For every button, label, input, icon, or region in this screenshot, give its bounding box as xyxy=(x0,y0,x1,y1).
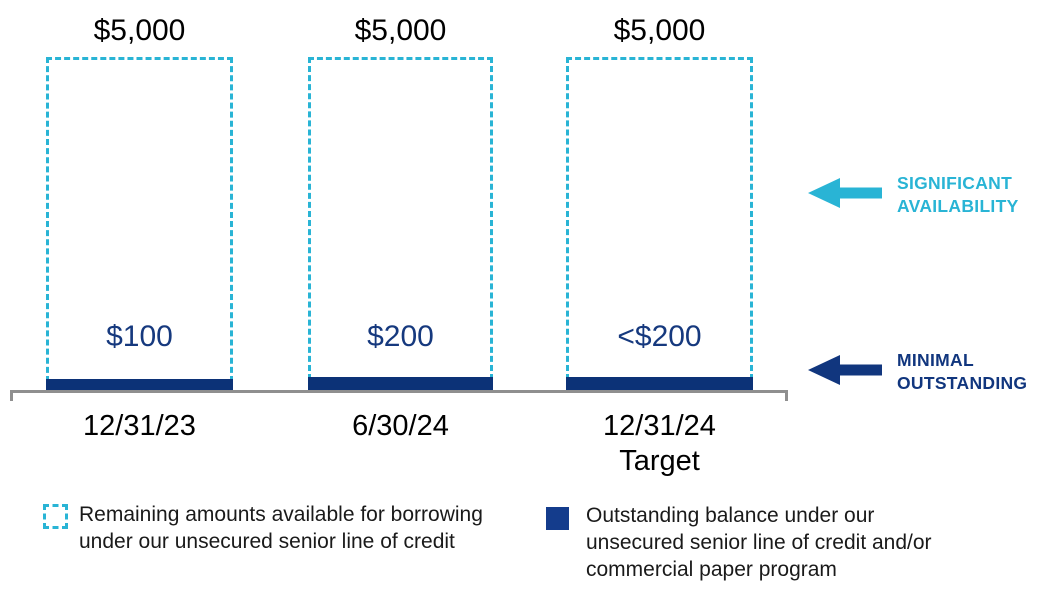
capacity-label-3: $5,000 xyxy=(613,14,706,47)
capacity-label-2: $5,000 xyxy=(354,14,447,47)
outstanding-label-3: <$200 xyxy=(617,320,702,353)
x-axis-tick-right xyxy=(785,390,788,401)
x-axis-line xyxy=(10,390,788,393)
x-axis-label-2: 6/30/24 xyxy=(352,410,449,442)
legend-swatch-dashed-outline-icon xyxy=(43,504,68,529)
outstanding-bar-3 xyxy=(566,377,753,390)
minimal-outstanding-label: MINIMAL OUTSTANDING xyxy=(897,350,1028,393)
significant-availability-label: SIGNIFICANT AVAILABILITY xyxy=(897,173,1019,216)
legend-swatch-solid-square-icon xyxy=(546,507,569,530)
outstanding-label-2: $200 xyxy=(367,320,434,353)
significant-availability-arrow-icon xyxy=(808,178,882,208)
outstanding-label-1: $100 xyxy=(106,320,173,353)
legend-label-outstanding: Outstanding balance under our unsecured … xyxy=(586,504,932,581)
outstanding-bar-1 xyxy=(46,379,233,390)
capacity-label-1: $5,000 xyxy=(93,14,186,47)
legend: Remaining amounts available for borrowin… xyxy=(0,498,1050,607)
outstanding-bar-2 xyxy=(308,377,493,390)
x-axis-label-3: 12/31/24 Target xyxy=(603,410,716,477)
minimal-outstanding-arrow-icon xyxy=(808,355,882,385)
legend-label-remaining: Remaining amounts available for borrowin… xyxy=(79,503,483,553)
x-axis-label-1: 12/31/23 xyxy=(83,410,196,442)
x-axis-tick-left xyxy=(10,390,13,401)
